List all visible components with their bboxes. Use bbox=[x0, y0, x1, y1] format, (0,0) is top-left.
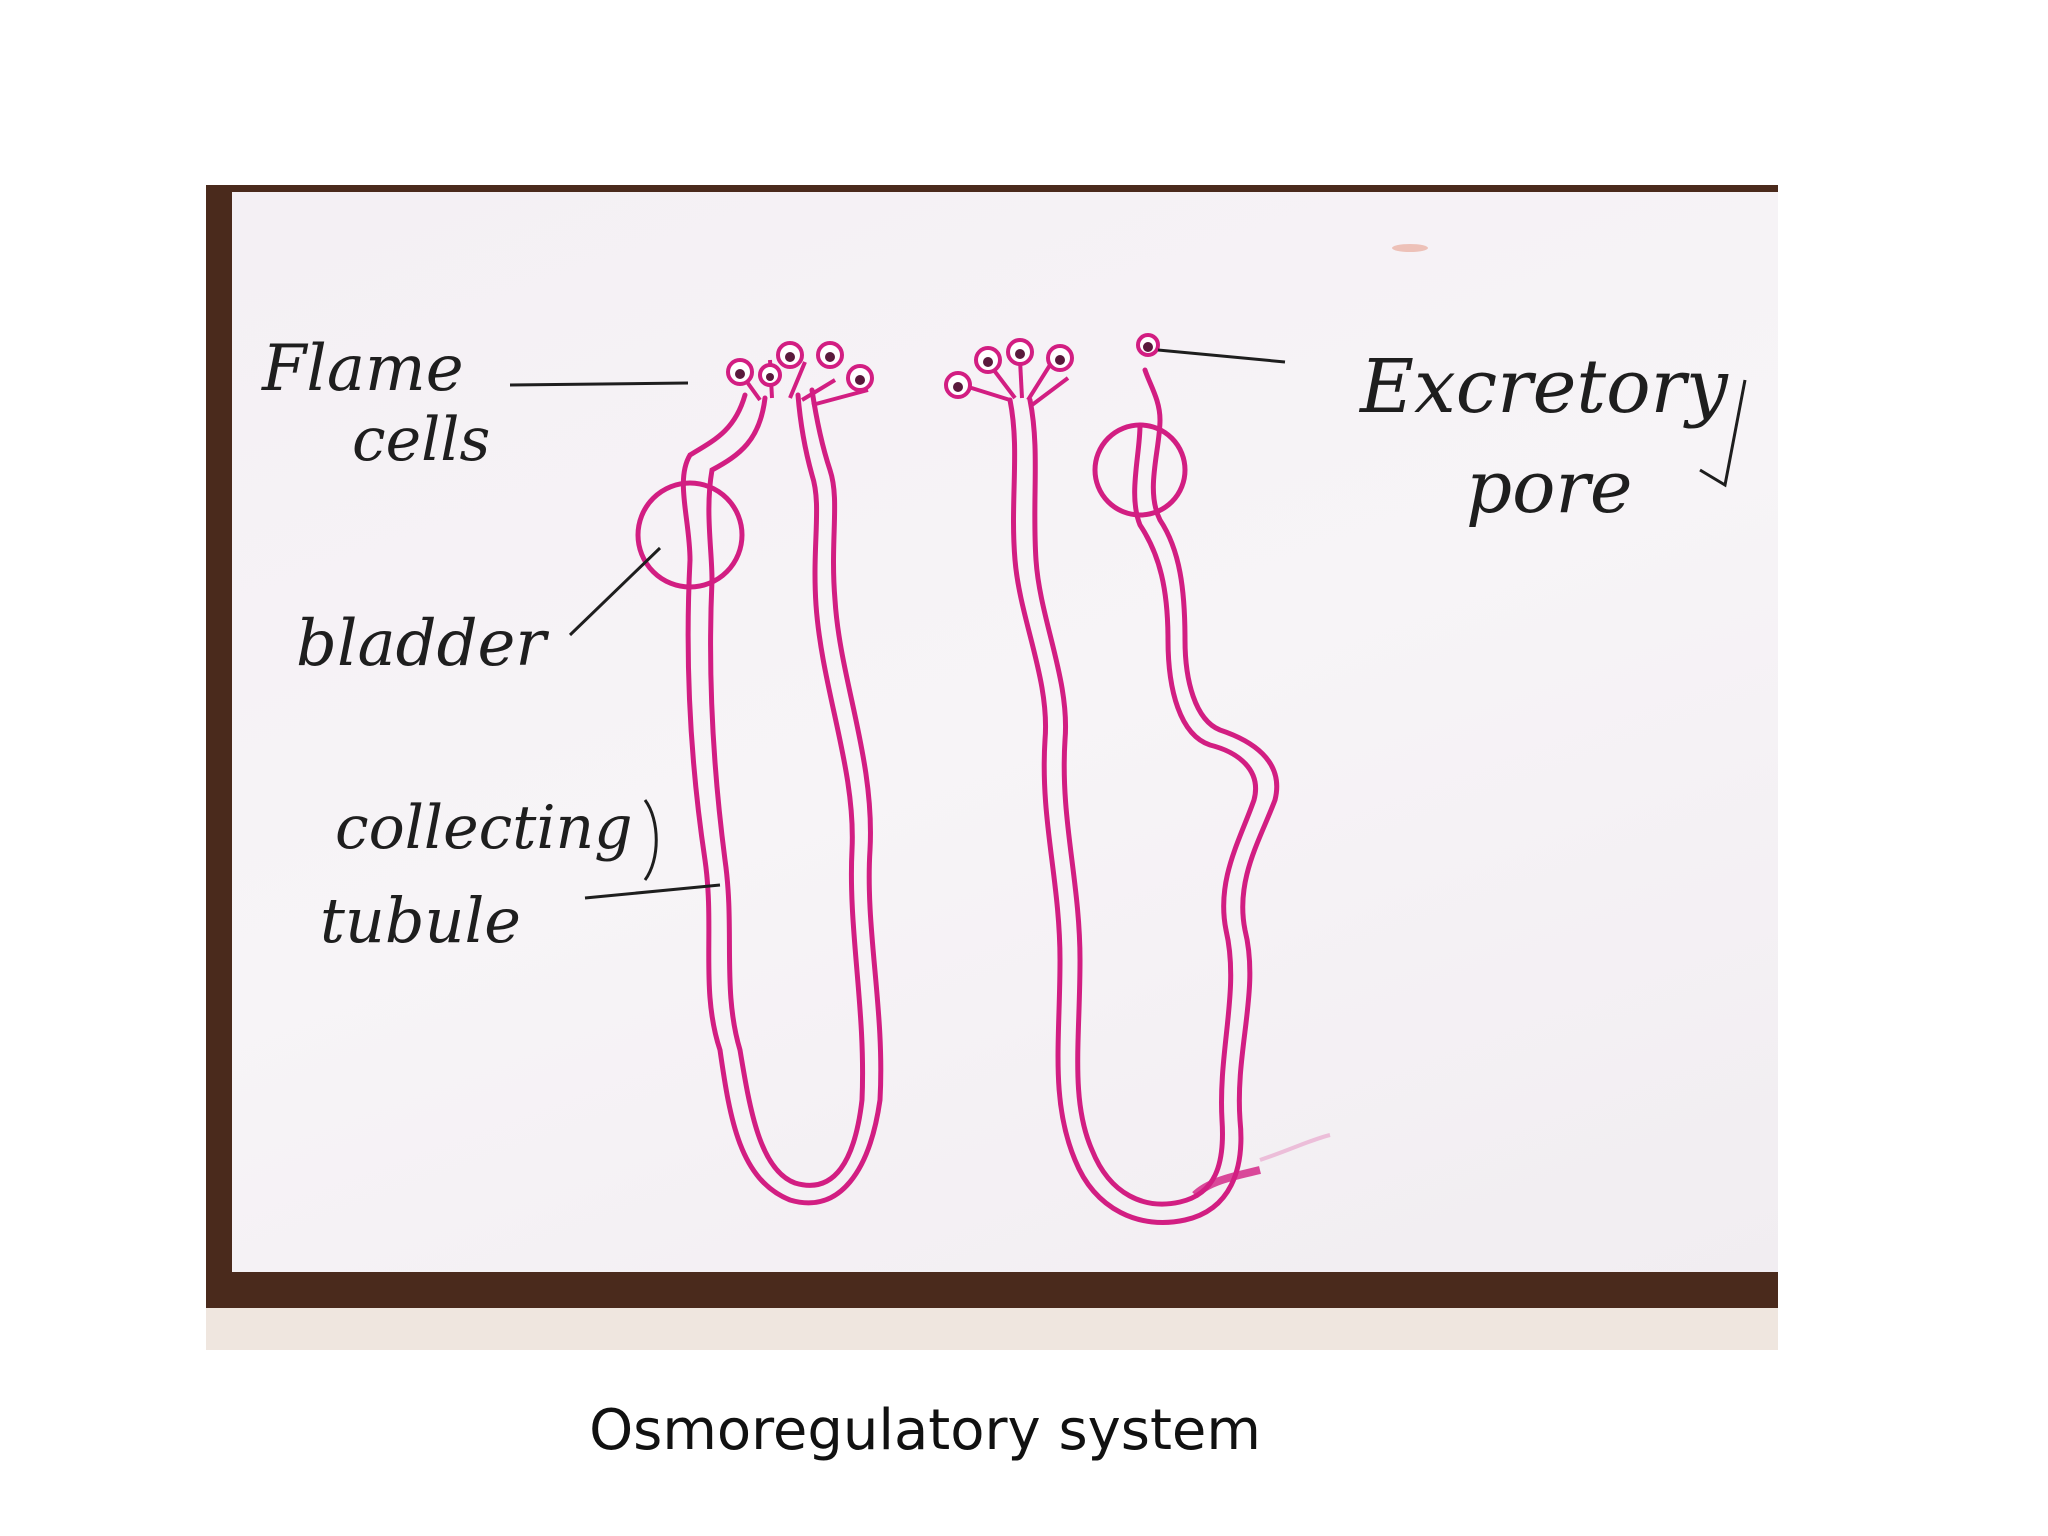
excretory-pore-dot bbox=[1143, 342, 1153, 352]
right-flame-cells bbox=[961, 359, 1070, 407]
label-flame-cells-line1: Flame bbox=[261, 332, 464, 406]
label-excretory-pore-line2: pore bbox=[1466, 445, 1632, 529]
tubule-pointer bbox=[584, 883, 721, 900]
paper-card bbox=[232, 192, 1778, 1272]
excretory-pore-check bbox=[1699, 379, 1747, 488]
excretory-pore-pointer bbox=[1157, 348, 1286, 364]
flame-cell-nucleus bbox=[983, 357, 993, 367]
flame-cell-nucleus bbox=[766, 373, 774, 381]
label-flame-cells-line2: cells bbox=[352, 405, 490, 475]
ink-stain bbox=[1392, 244, 1428, 252]
ink-stain bbox=[1192, 1166, 1261, 1199]
flame-cell-nucleus bbox=[1015, 349, 1025, 359]
label-collecting-tubule-line1: collecting bbox=[335, 793, 633, 863]
tubule-brace bbox=[643, 799, 658, 881]
leader-lines bbox=[509, 348, 1747, 900]
flame-cells-pointer bbox=[509, 381, 689, 387]
flame-cell-nucleus bbox=[735, 369, 745, 379]
label-bladder: bladder bbox=[296, 607, 549, 681]
card-bottom-edge bbox=[206, 1292, 1778, 1312]
ink-stain bbox=[1259, 1133, 1331, 1162]
left-bladder bbox=[635, 480, 745, 590]
diagram-caption: Osmoregulatory system bbox=[589, 1398, 1261, 1463]
flame-cell-nucleus bbox=[1055, 355, 1065, 365]
flame-cell-nucleus bbox=[825, 352, 835, 362]
label-collecting-tubule-line2: tubule bbox=[320, 884, 521, 957]
flame-cell-nucleus bbox=[855, 375, 865, 385]
card-bottom-strip bbox=[206, 1308, 1778, 1350]
left-collecting-tubule bbox=[680, 387, 884, 1206]
right-collecting-tubule bbox=[1007, 367, 1280, 1225]
bladder-pointer bbox=[568, 546, 662, 637]
label-excretory-pore-line1: Excretory bbox=[1358, 344, 1729, 430]
flame-cell-nucleus bbox=[953, 382, 963, 392]
right-bladder bbox=[1092, 422, 1188, 518]
flame-cell-nucleus bbox=[785, 352, 795, 362]
